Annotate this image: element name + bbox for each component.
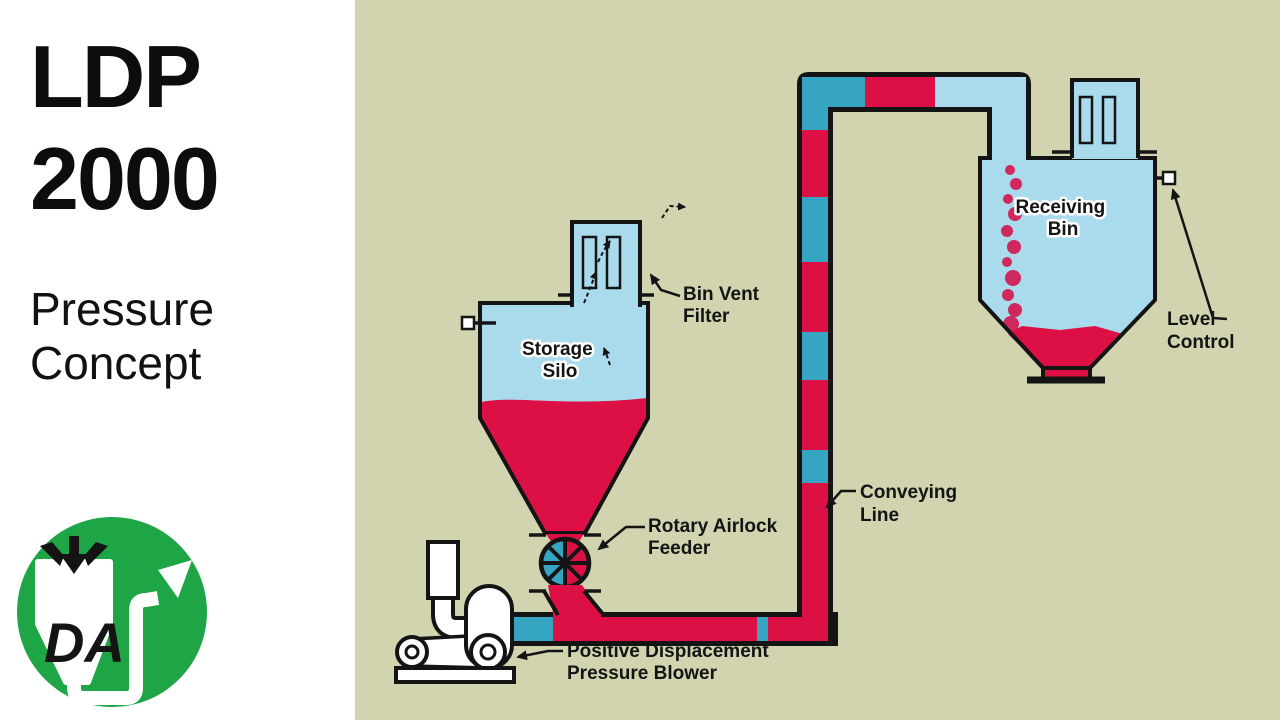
receiving-bin [978,77,1177,384]
page-subtitle: Pressure Concept [30,282,355,390]
silo-bin-vent-filter [558,220,654,307]
title-line-1: LDP [30,27,202,126]
feeder-vanes-icon [543,541,587,585]
feeder-drop-chute [542,585,604,641]
level-sensor-icon [1161,170,1177,186]
silo-probe-icon [460,315,476,331]
conveying-line-label: Conveying Line [860,482,962,526]
logo-outlet-arrow-icon [158,560,192,598]
title-line-2: 2000 [30,129,220,228]
bin-material-pile [1008,326,1123,377]
bin-vent-filter-receiving [1052,78,1157,159]
page-title: LDP 2000 [30,26,355,230]
blower-base-icon [394,666,516,684]
logo-monogram: DA [44,611,125,674]
level-control-label: Level Control [1167,309,1235,353]
blower-intake-silencer-icon [426,540,460,600]
logo-inlet-chevron-left-icon [40,542,64,566]
silo-material [481,398,647,531]
receiving-bin-label: Receiving Bin [1015,197,1110,240]
logo-inlet-arrow-icon [60,536,88,574]
left-panel: LDP 2000 Pressure Concept DA [0,0,355,720]
pressure-blower [394,540,516,684]
pneumatic-conveying-diagram: Storage Silo Receiving Bin Bin Vent Filt… [355,0,1280,720]
logo-hopper-icon [35,559,113,685]
label-pointers [516,188,1228,661]
storage-silo [460,301,650,535]
blower-label: Positive Displacement Pressure Blower [567,641,774,684]
subtitle-line-2: Concept [30,337,202,389]
subtitle-line-1: Pressure [30,283,215,335]
da-logo: DA [17,517,207,707]
falling-material-stream [1001,165,1022,332]
logo-pipe-icon [67,591,160,705]
storage-silo-label: Storage Silo [522,339,598,382]
logo-inlet-chevron-right-icon [84,542,108,566]
air-flow-arrows [583,202,686,366]
conveying-line-air-segments [508,77,865,641]
rotary-airlock-feeder-label: Rotary Airlock Feeder [648,516,782,559]
bin-vent-filter-label: Bin Vent Filter [683,284,764,327]
